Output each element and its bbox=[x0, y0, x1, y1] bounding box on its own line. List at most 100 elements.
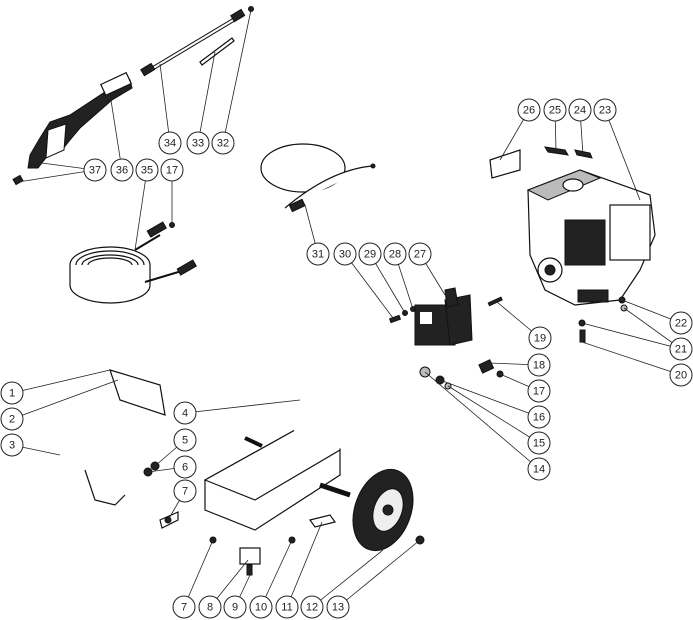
callout-circle bbox=[543, 98, 567, 122]
callout-number: 17 bbox=[166, 165, 178, 177]
callout-circle bbox=[223, 595, 247, 619]
callout-17: 17 bbox=[527, 379, 551, 403]
leader-line-4 bbox=[184, 399, 301, 414]
callout-11: 11 bbox=[275, 595, 299, 619]
leader-lines bbox=[11, 9, 682, 608]
leader-line-15 bbox=[447, 385, 540, 444]
callout-circle bbox=[527, 353, 551, 377]
leader-line-2 bbox=[11, 379, 119, 420]
callout-12: 12 bbox=[300, 595, 324, 619]
callout-number: 28 bbox=[389, 249, 401, 261]
callout-number: 18 bbox=[533, 360, 545, 372]
leader-line-21 bbox=[581, 322, 682, 350]
callout-circle bbox=[669, 337, 693, 361]
engine bbox=[526, 169, 656, 343]
callout-7: 7 bbox=[172, 595, 196, 619]
callout-4: 4 bbox=[173, 401, 197, 425]
callout-28: 28 bbox=[383, 242, 407, 266]
callout-number: 16 bbox=[533, 412, 545, 424]
engine-decals bbox=[489, 146, 593, 179]
callout-13: 13 bbox=[326, 595, 350, 619]
leader-line-7 bbox=[183, 539, 214, 608]
spray-wand bbox=[140, 6, 254, 77]
callout-circle bbox=[517, 98, 541, 122]
callout-10: 10 bbox=[249, 595, 273, 619]
callout-number: 4 bbox=[182, 408, 188, 420]
callout-6: 6 bbox=[173, 455, 197, 479]
leader-line-37 bbox=[17, 169, 96, 183]
leader-line-30 bbox=[344, 253, 394, 319]
callout-circle bbox=[135, 158, 159, 182]
callout-27: 27 bbox=[408, 242, 432, 266]
cart-base bbox=[143, 382, 364, 576]
callout-16: 16 bbox=[527, 405, 551, 429]
callout-circle bbox=[0, 407, 24, 431]
callout-24: 24 bbox=[568, 98, 592, 122]
callout-circle bbox=[326, 595, 350, 619]
callout-number: 21 bbox=[675, 344, 687, 356]
callout-circle bbox=[333, 242, 357, 266]
callout-number: 7 bbox=[182, 486, 188, 498]
leader-line-21 bbox=[623, 307, 682, 350]
callout-number: 5 bbox=[182, 435, 188, 447]
callout-number: 8 bbox=[207, 602, 213, 614]
callout-29: 29 bbox=[358, 242, 382, 266]
callout-25: 25 bbox=[543, 98, 567, 122]
spray-gun bbox=[12, 71, 133, 186]
leader-line-23 bbox=[604, 109, 641, 201]
high-pressure-hose bbox=[69, 221, 197, 304]
callout-circle bbox=[0, 381, 24, 405]
callout-number: 3 bbox=[9, 440, 15, 452]
callout-circle bbox=[110, 158, 134, 182]
callout-33: 33 bbox=[186, 131, 210, 155]
callout-number: 24 bbox=[574, 105, 586, 117]
callout-14: 14 bbox=[527, 457, 551, 481]
callout-number: 11 bbox=[281, 602, 292, 614]
callout-circle bbox=[173, 401, 197, 425]
callout-circle bbox=[593, 98, 617, 122]
callout-17: 17 bbox=[160, 158, 184, 182]
callout-31: 31 bbox=[306, 242, 330, 266]
leader-line-12 bbox=[311, 549, 384, 608]
wand-decal bbox=[199, 37, 235, 66]
callout-number: 26 bbox=[523, 105, 535, 117]
callout-circle bbox=[408, 242, 432, 266]
callout-number: 32 bbox=[217, 138, 229, 150]
leader-line-13 bbox=[337, 539, 421, 608]
callout-circle bbox=[669, 311, 693, 335]
callout-1: 1 bbox=[0, 381, 24, 405]
callout-number: 31 bbox=[312, 249, 324, 261]
callout-number: 23 bbox=[599, 105, 611, 117]
callout-number: 13 bbox=[332, 602, 344, 614]
callout-number: 6 bbox=[182, 462, 188, 474]
callout-30: 30 bbox=[333, 242, 357, 266]
callout-23: 23 bbox=[593, 98, 617, 122]
callout-circle bbox=[300, 595, 324, 619]
callout-number: 19 bbox=[534, 333, 546, 345]
callout-circle bbox=[173, 428, 197, 452]
callout-number: 14 bbox=[533, 464, 545, 476]
leader-line-11 bbox=[286, 521, 323, 608]
leader-line-36 bbox=[109, 93, 123, 171]
callout-37: 37 bbox=[83, 158, 107, 182]
callout-number: 30 bbox=[339, 249, 351, 261]
callout-number: 33 bbox=[192, 138, 204, 150]
callout-circle bbox=[186, 131, 210, 155]
callout-number: 12 bbox=[306, 602, 318, 614]
callout-5: 5 bbox=[173, 428, 197, 452]
callout-circle bbox=[527, 431, 551, 455]
leader-line-14 bbox=[424, 371, 540, 470]
callout-number: 2 bbox=[9, 414, 15, 426]
callout-circle bbox=[158, 131, 182, 155]
callout-number: 20 bbox=[675, 370, 687, 382]
callout-32: 32 bbox=[211, 131, 235, 155]
callout-circle bbox=[528, 326, 552, 350]
callout-circle bbox=[306, 242, 330, 266]
callout-8: 8 bbox=[198, 595, 222, 619]
callout-9: 9 bbox=[223, 595, 247, 619]
callout-circle bbox=[527, 405, 551, 429]
callout-circle bbox=[172, 595, 196, 619]
callout-circle bbox=[173, 479, 197, 503]
